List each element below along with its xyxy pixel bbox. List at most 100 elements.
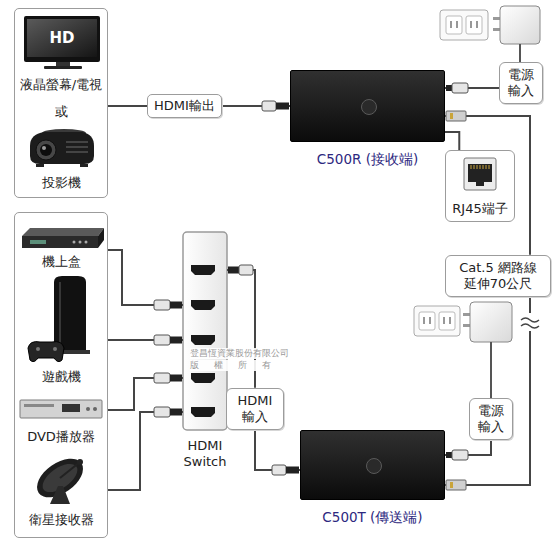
cable-break-mark bbox=[521, 318, 539, 322]
hdmi-switch-body bbox=[191, 265, 215, 275]
set-top-box-icon bbox=[73, 241, 76, 244]
watermark: 版 權 所 有 bbox=[190, 360, 271, 371]
set-top-box-icon bbox=[79, 241, 82, 244]
node-text: C500T (傳送端) bbox=[322, 509, 422, 526]
hdmi-plug bbox=[170, 375, 182, 382]
tv-icon bbox=[27, 19, 97, 57]
node-text: 液晶螢幕/電視 bbox=[15, 77, 107, 93]
watermark: 登昌恆資業股份有限公司 bbox=[190, 348, 289, 359]
cable-line bbox=[108, 378, 183, 410]
node-text: 遊戲機 bbox=[15, 369, 107, 385]
hdmi-switch-body bbox=[191, 335, 215, 345]
power-adapter-icon bbox=[500, 6, 540, 44]
indicator-light bbox=[361, 99, 377, 115]
cable-line bbox=[445, 116, 530, 255]
transmitter-box: C500T (傳送端) bbox=[300, 430, 445, 500]
rj45-plug bbox=[446, 111, 466, 121]
projector-icon bbox=[66, 141, 88, 143]
satellite-dish-icon bbox=[77, 459, 83, 465]
set-top-box-icon bbox=[98, 228, 104, 248]
projector-icon bbox=[30, 129, 94, 167]
cable-break-mark bbox=[519, 313, 541, 331]
power-plug bbox=[452, 450, 468, 460]
game-console-icon bbox=[28, 276, 90, 362]
wall-outlet-icon bbox=[419, 312, 435, 330]
projector-icon bbox=[36, 164, 44, 167]
cable-line bbox=[108, 250, 183, 305]
satellite-dish-icon bbox=[30, 451, 90, 505]
dvd-player-icon bbox=[24, 404, 54, 407]
cable-line bbox=[255, 430, 300, 470]
hdmi-plug bbox=[170, 302, 182, 309]
power-adapter-icon bbox=[463, 302, 512, 400]
rj45-plug bbox=[446, 480, 466, 490]
wall-outlet-icon bbox=[451, 21, 477, 28]
indicator-light bbox=[366, 458, 382, 474]
node-text: 衛星接收器 bbox=[15, 512, 107, 528]
projector-icon bbox=[30, 132, 94, 164]
node-text: 投影機 bbox=[15, 175, 107, 191]
game-console-icon bbox=[59, 282, 61, 346]
dvd-player-icon bbox=[20, 400, 102, 418]
power-adapter-icon bbox=[490, 342, 492, 400]
power-plug bbox=[452, 83, 468, 93]
screen-logo: HD bbox=[49, 30, 74, 47]
hdmi-plug bbox=[228, 267, 239, 274]
hdmi-plug bbox=[154, 335, 170, 345]
wall-outlet-icon bbox=[439, 312, 455, 330]
rj45-jack-icon bbox=[471, 165, 489, 169]
cable-break-mark bbox=[519, 313, 541, 331]
wall-outlet-icon bbox=[414, 306, 460, 336]
hdmi-plug bbox=[154, 373, 170, 383]
rj45-plug bbox=[450, 482, 453, 488]
node-text: C500R (接收端) bbox=[317, 151, 418, 168]
hdmi-plug bbox=[154, 407, 170, 417]
tv-icon bbox=[56, 62, 70, 66]
wall-outlet-icon bbox=[440, 10, 488, 40]
satellite-dish-icon bbox=[30, 451, 90, 505]
tv-icon bbox=[24, 16, 100, 62]
satellite-dish-icon bbox=[30, 451, 90, 505]
wall-outlet-icon bbox=[440, 10, 488, 40]
power-plug bbox=[446, 452, 452, 458]
game-console-icon bbox=[36, 347, 40, 351]
hdmi-plug bbox=[262, 101, 276, 111]
cable-line bbox=[108, 412, 183, 490]
rj45-jack-icon bbox=[468, 164, 492, 182]
hdmi-switch: HDMI Switch bbox=[183, 232, 227, 430]
dvd-player-icon bbox=[93, 407, 97, 411]
node-text: HDMI 輸入 bbox=[233, 393, 277, 426]
hdmi-plug bbox=[170, 409, 182, 416]
wall-outlet-icon bbox=[446, 16, 462, 34]
receiver-box: C500R (接收端) bbox=[290, 70, 445, 142]
projector-icon bbox=[36, 140, 56, 160]
power-plug bbox=[446, 85, 452, 91]
node-text: Cat.5 網路線 延伸70公尺 bbox=[452, 260, 544, 293]
rj45-callout: RJ45端子 bbox=[445, 150, 514, 222]
set-top-box-icon bbox=[85, 241, 88, 244]
dvd-player-icon bbox=[86, 407, 90, 411]
cable-note-box: Cat.5 網路線 延伸70公尺 bbox=[445, 255, 551, 298]
wall-outlet-icon bbox=[414, 306, 460, 336]
hdmi-input-box: HDMI 輸入 bbox=[226, 388, 284, 431]
node-text: 電源 輸入 bbox=[476, 403, 506, 436]
rj45-plug bbox=[446, 111, 466, 490]
game-console-icon bbox=[54, 276, 86, 350]
rj45-jack-icon bbox=[476, 182, 484, 186]
hdmi-plug bbox=[239, 265, 253, 275]
wall-outlet-icon bbox=[466, 16, 482, 34]
tv-icon bbox=[24, 16, 100, 69]
power-adapter-icon bbox=[463, 313, 470, 316]
projector-icon bbox=[66, 146, 88, 148]
rj45-jack-icon bbox=[464, 158, 496, 190]
set-top-box-icon bbox=[30, 240, 46, 244]
wall-outlet-icon bbox=[424, 317, 450, 324]
power-adapter-icon bbox=[493, 17, 500, 20]
set-top-box-icon bbox=[22, 228, 104, 248]
rj45-jack-icon bbox=[464, 158, 496, 190]
hdmi-switch-body bbox=[191, 300, 215, 310]
projector-icon bbox=[40, 144, 52, 156]
cable-break-mark bbox=[521, 324, 539, 328]
projector-icon bbox=[42, 146, 46, 150]
power-adapter-icon bbox=[493, 6, 540, 64]
